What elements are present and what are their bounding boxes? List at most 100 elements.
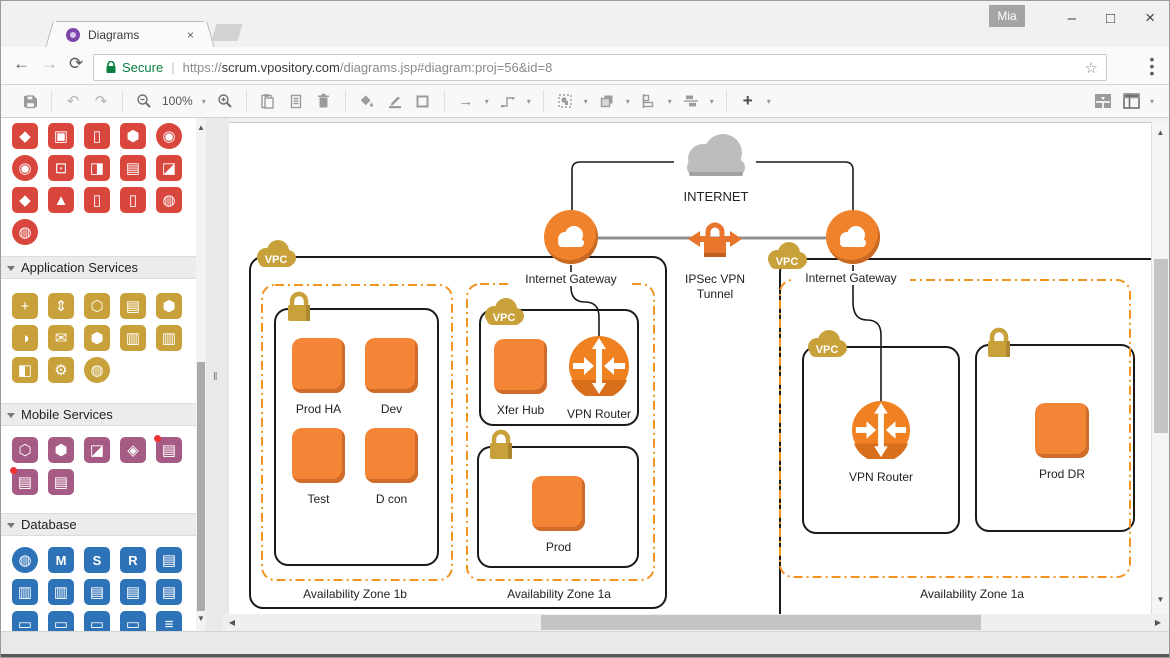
node-d-con[interactable]: D con [365,428,418,506]
stencil-icon[interactable]: ◑ [12,325,38,351]
undo-icon[interactable]: ↶ [66,93,80,110]
connector-style-icon[interactable] [496,89,520,113]
stencil-icon[interactable]: ▣ [48,123,74,149]
vpc-container-left[interactable] [249,256,667,609]
stencil-icon[interactable]: + [12,293,38,319]
node-test[interactable]: Test [292,428,345,506]
stencil-icon[interactable]: ▯ [84,187,110,213]
stencil-icon[interactable]: ⬡ [84,293,110,319]
stencil-icon[interactable]: ▲ [48,187,74,213]
sidebar-toggle-caret-icon[interactable]: ▾ [1149,96,1154,106]
close-window-button[interactable]: × [1145,8,1155,27]
stencil-icon[interactable]: ▥ [120,325,146,351]
stencil-icon[interactable]: ▤ [156,579,182,605]
paste-icon[interactable] [256,89,280,113]
stencil-icon[interactable]: ◆ [12,123,38,149]
ipsec-vpn-tunnel[interactable]: IPSec VPN Tunnel [685,215,745,301]
divider-grip-icon[interactable]: ‖ [213,371,219,383]
layers-icon[interactable] [595,89,619,113]
stencil-icon[interactable]: ◆ [12,187,38,213]
stencil-icon[interactable]: ▤ [10,467,38,495]
stencil-icon[interactable]: ⊡ [48,155,74,181]
stencil-icon[interactable]: ▥ [12,579,38,605]
shape-icon[interactable] [411,89,435,113]
maximize-button[interactable]: □ [1106,9,1116,27]
diagram-canvas[interactable]: INTERNET IPSec VPN Tunnel Internet Gatew… [229,122,1151,614]
panel-divider[interactable]: ‖ [206,118,229,631]
stencil-icon[interactable]: ⬡ [12,437,38,463]
stencil-icon[interactable]: ▭ [12,611,38,631]
forward-icon[interactable]: → [41,54,58,73]
zoom-level-value[interactable]: 100% [162,94,193,108]
line-color-icon[interactable] [383,89,407,113]
subnet-left[interactable] [274,308,439,566]
section-header-mobile-services[interactable]: Mobile Services [1,403,196,426]
stencil-icon[interactable]: ◧ [12,357,38,383]
distribute-caret-icon[interactable]: ▾ [709,96,714,106]
add-shape-caret-icon[interactable]: ▾ [766,96,771,106]
subnet-mid-top[interactable] [479,309,639,426]
palette-scrollbar[interactable]: ▲ ▼ [196,118,206,631]
section-header-database[interactable]: Database [1,513,196,536]
tab-diagrams[interactable]: Diagrams × [56,21,204,47]
stencil-icon[interactable]: ◍ [156,187,182,213]
internet-cloud-icon[interactable] [677,129,755,188]
stencil-icon[interactable]: ◉ [12,155,38,181]
document-icon[interactable] [284,89,308,113]
stencil-icon[interactable]: ⚙ [48,357,74,383]
stencil-icon[interactable]: ▯ [120,187,146,213]
panel-layout-icon[interactable] [1091,89,1115,113]
node-prod-ha[interactable]: Prod HA [292,338,345,416]
canvas-vertical-scrollbar[interactable]: ▲ ▼ [1151,122,1169,614]
stencil-icon[interactable]: ◪ [84,437,110,463]
refresh-icon[interactable]: ⟳ [69,54,84,73]
tab-close-icon[interactable]: × [186,27,194,42]
canvas-horizontal-scrollbar[interactable]: ◀ ▶ [223,614,1169,631]
redo-icon[interactable]: ↷ [94,93,108,110]
zoom-in-icon[interactable] [213,89,237,113]
stencil-icon[interactable]: ▤ [84,579,110,605]
stencil-icon[interactable]: ⇕ [48,293,74,319]
stencil-icon[interactable]: ▭ [48,611,74,631]
stencil-icon[interactable]: ▤ [120,579,146,605]
address-bar[interactable]: Secure | https:// scrum.vpository.com /d… [93,54,1107,81]
stencil-icon[interactable]: S [84,547,110,573]
stencil-icon[interactable]: ◉ [156,123,182,149]
stencil-icon[interactable]: ⬢ [84,325,110,351]
stencil-icon[interactable]: ▭ [120,611,146,631]
bookmark-star-icon[interactable]: ☆ [1084,59,1098,77]
node-vpn-router-mid[interactable]: VPN Router [567,336,631,421]
profile-badge[interactable]: Mia [989,5,1025,27]
stencil-icon[interactable]: ▯ [84,123,110,149]
stencil-icon[interactable]: ◍ [84,357,110,383]
stencil-icon[interactable]: ▥ [48,579,74,605]
align-icon[interactable] [637,89,661,113]
node-vpn-router-right[interactable]: VPN Router [849,401,913,484]
select-caret-icon[interactable]: ▾ [583,96,588,106]
stencil-icon[interactable]: ◍ [12,219,38,245]
distribute-icon[interactable] [679,89,703,113]
select-icon[interactable] [553,89,577,113]
canvas-vscroll-thumb[interactable] [1154,259,1168,433]
arrow-style-icon[interactable]: → [458,92,474,110]
new-tab-button[interactable] [211,24,243,41]
scroll-down-icon[interactable]: ▼ [197,614,205,623]
node-xfer-hub[interactable]: Xfer Hub [494,339,547,417]
scroll-up-icon[interactable]: ▲ [1156,128,1165,137]
canvas-hscroll-thumb[interactable] [541,615,981,630]
zoom-caret-icon[interactable]: ▾ [201,96,206,106]
sidebar-toggle-icon[interactable] [1119,89,1143,113]
scroll-left-icon[interactable]: ◀ [228,618,236,627]
minimize-button[interactable]: – [1067,9,1076,27]
connector-style-caret-icon[interactable]: ▾ [526,96,531,106]
layers-caret-icon[interactable]: ▾ [625,96,630,106]
internet-gateway-left-icon[interactable] [544,210,598,264]
stencil-icon[interactable]: ⬢ [156,293,182,319]
stencil-icon[interactable]: ⬢ [48,437,74,463]
node-dev[interactable]: Dev [365,338,418,416]
save-icon[interactable] [18,89,42,113]
trash-icon[interactable] [312,89,336,113]
stencil-icon[interactable]: ◍ [12,547,38,573]
stencil-icon[interactable]: ◨ [84,155,110,181]
scroll-down-icon[interactable]: ▼ [1156,595,1165,604]
